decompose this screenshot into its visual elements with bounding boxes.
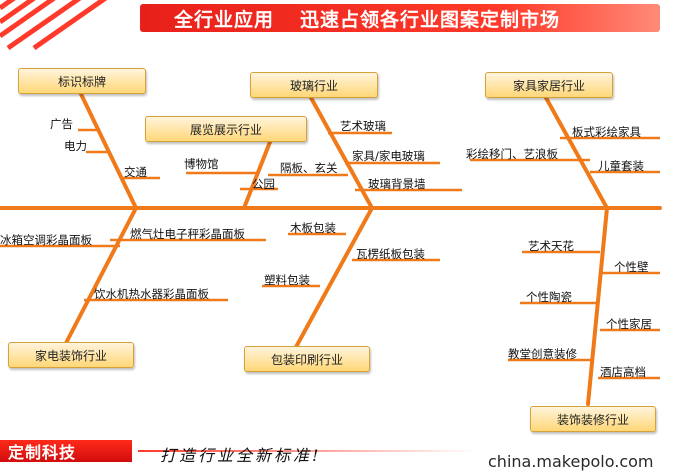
banner-right-text: 迅速占领各行业图案定制市场 [300,8,561,31]
stripes-graphic [0,0,108,50]
item-power: 电力 [64,139,87,153]
banner-left-text: 全行业应用 [174,8,275,31]
header-banner: 全行业应用 迅速占领各行业图案定制市场 [140,4,660,32]
item-art-glass: 艺术玻璃 [340,119,386,133]
bone-packaging [294,206,374,349]
item-furniture-glass: 家具/家电玻璃 [352,149,425,163]
item-dispenser-panel: 饮水机热水器彩晶面板 [94,287,209,301]
item-plastic-pack: 塑料包装 [264,273,310,287]
slogan-text: 打造行业全新标准! [160,446,322,465]
category-packaging: 包装印刷行业 [244,346,370,372]
category-glass: 玻璃行业 [250,72,378,98]
bone-furniture [543,94,609,210]
watermark-text: china.makepolo.com [488,452,654,471]
item-kids-set: 儿童套装 [598,159,644,173]
bone-exhibition [242,140,272,210]
item-custom-ceramic: 个性陶瓷 [526,290,572,304]
brand-badge: 定制科技 [0,440,132,462]
bone-appliance [64,206,138,345]
category-decoration: 装饰装修行业 [530,406,656,432]
item-church: 教堂创意装修 [508,347,577,361]
item-painted-door: 彩绘移门、艺浪板 [466,147,558,161]
item-wood-pack: 木板包装 [290,221,336,235]
item-partition: 隔板、玄关 [280,161,338,175]
footer-divider [138,450,478,452]
item-museum: 博物馆 [184,157,219,171]
category-appliance: 家电装饰行业 [8,342,134,368]
item-corrugated: 瓦楞纸板包装 [356,247,425,261]
item-traffic: 交通 [124,165,147,179]
item-fridge-panel: 冰箱空调彩晶面板 [0,233,92,247]
category-furniture: 家具家居行业 [485,72,613,98]
category-signage: 标识标牌 [18,68,146,94]
brand-text: 定制科技 [8,443,77,462]
category-exhibition: 展览展示行业 [145,116,307,142]
item-personal-1: 个性壁 [614,260,649,274]
bone-signage [78,90,138,210]
item-personal-2: 个性家居 [606,317,652,331]
item-panel-furniture: 板式彩绘家具 [572,125,641,139]
corner-decoration [0,0,110,50]
item-hotel: 酒店高档 [600,365,646,379]
item-stove-panel: 燃气灶电子秤彩晶面板 [130,227,245,241]
item-art-ceiling: 艺术天花 [528,239,574,253]
item-glass-wall: 玻璃背景墙 [368,177,426,191]
item-park: 公园 [252,177,275,191]
item-ad: 广告 [50,117,73,131]
bone-decoration [586,206,609,406]
